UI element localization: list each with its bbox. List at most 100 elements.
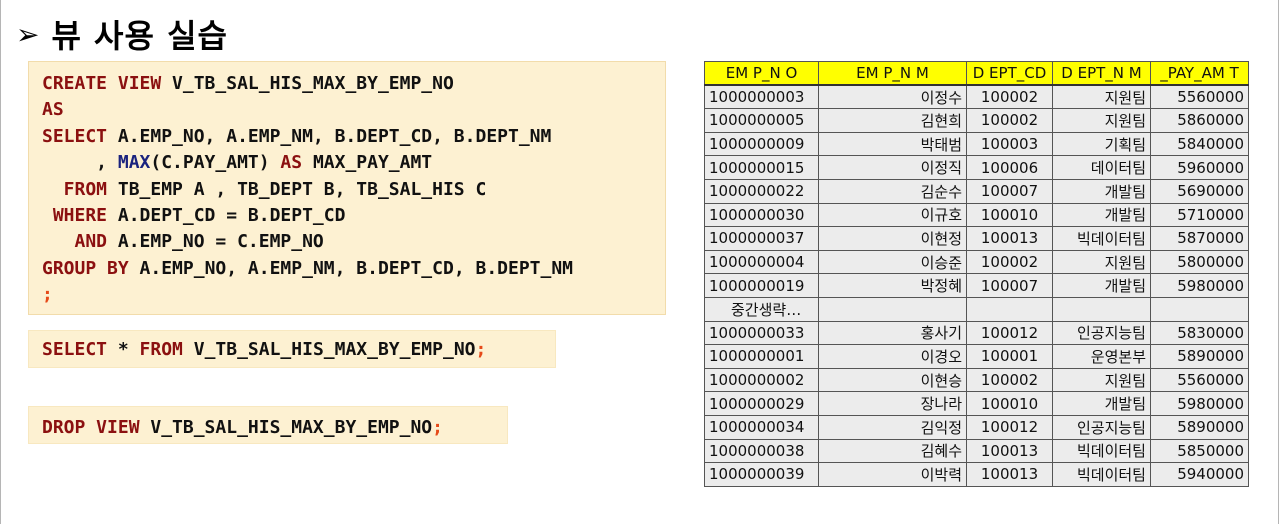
cell-pay-amt: 5710000 [1150,202,1249,228]
cell-dept-cd: 100010 [966,202,1053,228]
cell-dept-nm: 빅데이터팀 [1052,226,1151,251]
code-line: WHERE A.DEPT_CD = B.DEPT_CD [42,203,665,229]
cell-emp-nm: 이박력 [818,462,967,487]
cell-dept-nm: 지원팀 [1052,249,1151,275]
cell-dept-cd: 100006 [966,155,1053,180]
sql-identifier: A.EMP_NO, A.EMP_NM, B.DEPT_CD, B.DEPT_NM [139,257,574,279]
code-line: GROUP BY A.EMP_NO, A.EMP_NM, B.DEPT_CD, … [42,256,665,282]
cell-emp-nm: 장나라 [818,391,967,416]
cell-dept-cd: 100007 [966,273,1053,298]
cell-pay-amt: 5560000 [1150,367,1249,393]
cell-emp-nm: 이경오 [818,344,967,369]
cell-emp-nm: 김현희 [818,108,967,133]
cell-dept-nm: 데이터팀 [1052,155,1151,180]
cell-emp-no: 1000000004 [704,249,819,275]
title-text: 뷰 사용 실습 [51,17,228,55]
drop-view-code-block: DROP VIEW V_TB_SAL_HIS_MAX_BY_EMP_NO; [28,406,508,444]
sql-keyword: SELECT [42,125,118,147]
sql-keyword: CREATE VIEW [42,73,173,94]
cell-emp-nm: 김익정 [818,414,967,440]
sql-identifier: (C.PAY_AMT) [150,152,281,174]
cell-emp-nm: 김혜수 [818,438,967,464]
cell-pay-amt: 5690000 [1150,178,1249,204]
cell-dept-nm: 개발팀 [1052,202,1151,228]
sql-identifier: V_TB_SAL_HIS_MAX_BY_EMP_NO [193,339,476,360]
cell-dept-nm: 기획팀 [1052,131,1151,157]
header-emp-nm: EM P_N M [818,61,967,87]
cell-emp-no: 1000000002 [704,367,819,393]
cell-emp-no: 1000000037 [704,226,819,251]
cell-emp-no: 1000000015 [704,155,819,180]
cell-dept-cd: 100003 [966,131,1053,157]
sql-keyword: AS [280,152,313,174]
cell-emp-no: 1000000029 [704,391,819,416]
cell-emp-no: 1000000005 [704,108,819,133]
cell-emp-nm: 김순수 [818,178,967,204]
cell-emp-nm: 이규호 [818,202,967,228]
cell-dept-nm: 개발팀 [1052,178,1151,204]
sql-terminator: ; [42,284,53,306]
header-dept-cd: D EPT_CD [966,61,1053,87]
cell-emp-nm: 이정수 [818,84,967,110]
sql-identifier: V_TB_SAL_HIS_MAX_BY_EMP_NO [172,73,454,94]
cell-emp-no: 1000000034 [704,414,819,440]
cell-pay-amt: 5800000 [1150,249,1249,275]
sql-keyword: SELECT [42,339,118,360]
cell-pay-amt: 5940000 [1150,462,1249,487]
cell-pay-amt: 5980000 [1150,273,1249,298]
cell-dept-cd: 100001 [966,344,1053,369]
sql-identifier: A.DEPT_CD = B.DEPT_CD [117,204,346,226]
cell-pay-amt: 5560000 [1150,84,1249,110]
cell-dept-cd: 100013 [966,438,1053,464]
cell-dept-nm [1052,296,1151,322]
header-dept-nm: D EPT_N M [1052,61,1151,87]
code-line: DROP VIEW V_TB_SAL_HIS_MAX_BY_EMP_NO; [42,415,507,441]
cell-pay-amt: 5840000 [1150,131,1249,157]
sql-keyword: AS [42,99,64,121]
arrow-bullet-icon: ➢ [16,17,40,51]
slide-title: ➢ 뷰 사용 실습 [16,12,228,56]
cell-emp-nm: 홍사기 [818,320,967,346]
cell-dept-nm: 개발팀 [1052,273,1151,298]
cell-pay-amt [1150,296,1249,322]
cell-dept-nm: 지원팀 [1052,367,1151,393]
sql-identifier: A.EMP_NO = C.EMP_NO [117,231,324,253]
cell-dept-cd: 100007 [966,178,1053,204]
cell-pay-amt: 5960000 [1150,155,1249,180]
cell-emp-no: 1000000039 [704,462,819,487]
cell-pay-amt: 5870000 [1150,226,1249,251]
cell-emp-nm: 이정직 [818,155,967,180]
cell-pay-amt: 5850000 [1150,438,1249,464]
cell-dept-cd: 100002 [966,249,1053,275]
cell-emp-nm: 이현정 [818,226,967,251]
sql-keyword: GROUP BY [42,257,140,279]
cell-pay-amt: 5860000 [1150,108,1249,133]
cell-dept-nm: 지원팀 [1052,84,1151,110]
sql-identifier: * [117,339,140,360]
cell-emp-nm: 박정혜 [818,273,967,298]
sql-keyword: AND [42,231,118,253]
code-line: SELECT A.EMP_NO, A.EMP_NM, B.DEPT_CD, B.… [42,124,665,150]
sql-identifier: MAX_PAY_AMT [312,152,433,174]
cell-dept-nm: 빅데이터팀 [1052,438,1151,464]
cell-dept-nm: 지원팀 [1052,108,1151,133]
create-view-code-block: CREATE VIEW V_TB_SAL_HIS_MAX_BY_EMP_NO AS… [28,61,666,315]
cell-dept-cd: 100012 [966,320,1053,346]
select-view-code-block: SELECT * FROM V_TB_SAL_HIS_MAX_BY_EMP_NO… [28,330,556,368]
